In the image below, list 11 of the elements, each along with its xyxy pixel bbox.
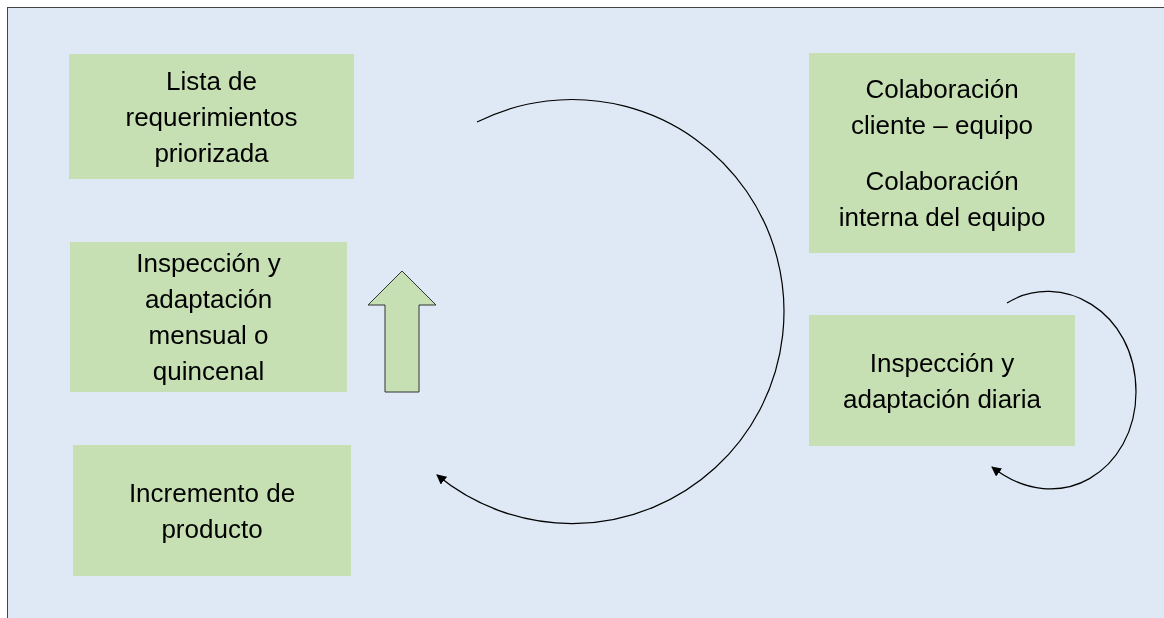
text-box — [809, 315, 1075, 446]
text-box — [809, 53, 1075, 253]
box-label: Incremento de producto — [127, 476, 297, 546]
box-label: Colaboración interna del equipo — [837, 165, 1047, 234]
text-box — [70, 242, 347, 392]
text-box — [73, 445, 351, 576]
text-box — [69, 54, 354, 179]
box-label: Inspección y adaptación mensual o quincenal — [135, 247, 282, 388]
box-label: Lista de requerimientos priorizada — [124, 64, 299, 170]
box-label: Inspección y adaptación diaria — [841, 346, 1042, 416]
box-label: Colaboración cliente – equipo — [849, 73, 1035, 142]
